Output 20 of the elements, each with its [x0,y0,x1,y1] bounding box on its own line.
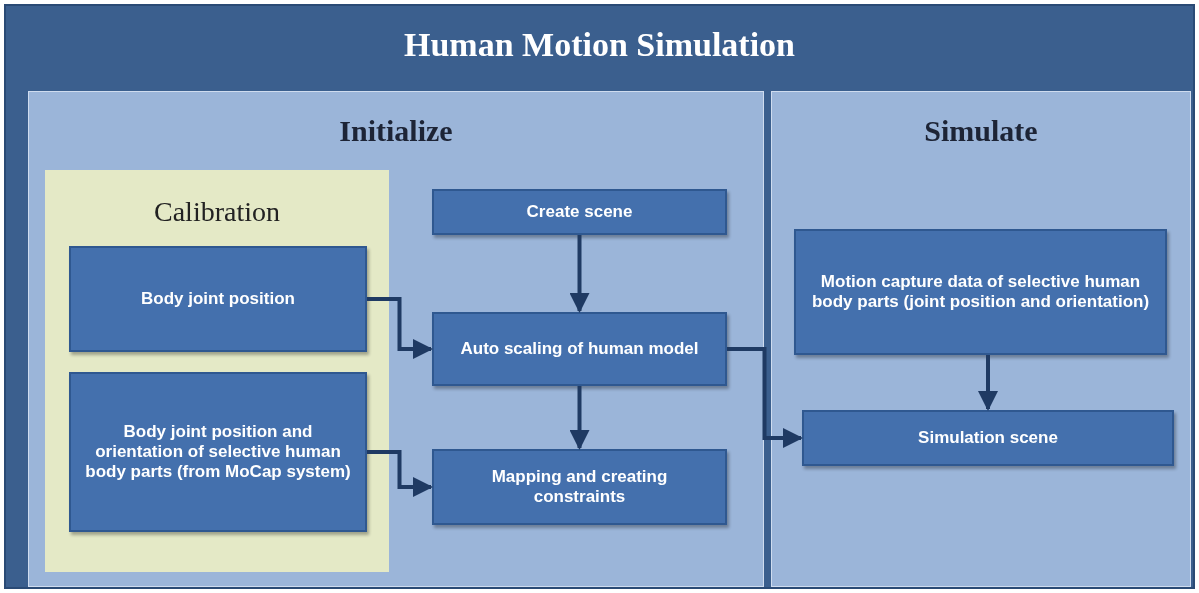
stage-panel [771,91,1191,587]
arrow [727,347,803,448]
process-box: Body joint position [69,246,367,352]
process-box: Motion capture data of selective human body parts (joint position and orientation) [794,229,1167,355]
section-heading: Simulate [923,114,1039,148]
diagram-title: Human Motion Simulation [402,26,797,64]
arrow [978,355,998,411]
process-box: Create scene [432,189,727,235]
process-box: Mapping and creating constraints [432,449,727,525]
arrow [367,450,433,497]
process-box: Body joint position and orientation of selective human body parts (from MoCap system) [69,372,367,532]
arrow [569,386,590,450]
section-heading: Initialize [338,114,454,148]
process-box: Simulation scene [802,410,1174,466]
group-panel [45,170,389,572]
stage-panel [28,91,764,587]
process-box: Auto scaling of human model [432,312,727,386]
arrow [367,297,433,359]
section-heading: Calibration [153,196,281,228]
arrow [569,235,590,313]
